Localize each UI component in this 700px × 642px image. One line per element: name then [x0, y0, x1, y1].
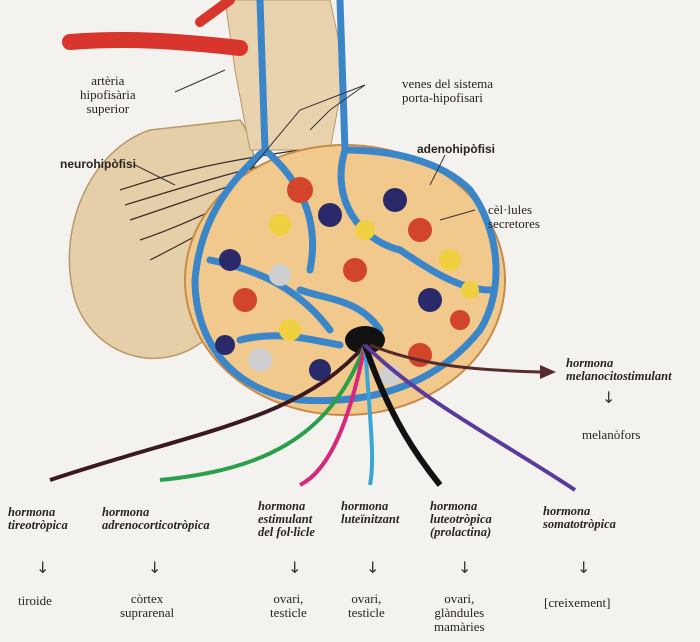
hormone-target-1: còrtex suprarenal	[120, 592, 174, 620]
hormone-name-line: hormona	[341, 499, 389, 513]
target-line: mamàries	[434, 619, 485, 634]
hormone-line-tireotropica	[49, 343, 367, 482]
target-line: suprarenal	[120, 605, 175, 620]
hormone-name-5: hormona somatotròpica	[543, 505, 616, 531]
hormone-target-5: [creixement]	[544, 596, 610, 610]
hormone-name-3: hormona luteïnitzant	[341, 500, 399, 526]
hormone-name-1: hormona adrenocorticotròpica	[102, 506, 210, 532]
cells-label-line: secretores	[488, 216, 540, 231]
msh-arrow-line	[369, 343, 541, 374]
down-arrow-5: ↓	[577, 558, 591, 577]
msh-label: hormona melanocitostimulant	[566, 357, 672, 383]
hormone-name-0: hormona tireotròpica	[8, 506, 68, 532]
target-line: testicle	[270, 605, 307, 620]
hormone-line-luteinitzant	[363, 344, 375, 486]
artery-label: artèria hipofisària superior	[80, 74, 136, 116]
target-line: [creixement]	[544, 595, 611, 610]
hormone-name-line: hormona	[102, 505, 150, 519]
leader-lines	[134, 69, 476, 221]
cells-label-line: cèl·lules	[488, 202, 533, 217]
hormone-line-somatotropica	[363, 343, 577, 492]
hormone-name-4: hormona luteotròpica (prolactina)	[430, 500, 492, 539]
hormone-target-0: tiroide	[18, 594, 52, 608]
hormone-name-line: tireotròpica	[8, 518, 68, 532]
hormone-name-line: hormona	[430, 499, 478, 513]
artery-label-line: artèria	[91, 73, 125, 88]
veins-label: venes del sistema porta-hipofisari	[402, 77, 493, 105]
down-arrow-1: ↓	[148, 558, 162, 577]
adenohypophysis-label: adenohipòfisi	[417, 142, 495, 156]
neurohypophysis-label: neurohipòfisi	[60, 157, 136, 171]
secretory-cells-label: cèl·lules secretores	[488, 203, 540, 231]
superior-hypophyseal-artery	[62, 32, 248, 56]
msh-title-line: melanocitostimulant	[566, 369, 672, 383]
hormone-name-line: estimulant	[258, 512, 313, 526]
hormone-name-line: (prolactina)	[430, 525, 492, 539]
hormone-name-line: adrenocorticotròpica	[102, 518, 210, 532]
hormone-name-line: hormona	[8, 505, 56, 519]
msh-down-arrow: ↓	[602, 388, 616, 407]
veins-label-line: venes del sistema	[402, 76, 493, 91]
down-arrow-3: ↓	[366, 558, 380, 577]
target-line: ovari,	[444, 591, 475, 606]
target-line: ovari,	[273, 591, 304, 606]
hormone-line-adrenocorticotropica	[159, 344, 367, 482]
msh-target: melanòfors	[582, 427, 641, 442]
hormone-name-2: hormona estimulant del fol·licle	[258, 500, 315, 539]
hormone-name-line: del fol·licle	[258, 525, 315, 539]
target-line: tiroide	[18, 593, 52, 608]
msh-arrow-head	[540, 365, 556, 379]
hormone-line-estimulant	[299, 344, 367, 487]
hormone-line-luteotropica	[362, 344, 443, 487]
hormone-target-4: ovari, glàndules mamàries	[434, 592, 485, 634]
target-line: ovari,	[351, 591, 382, 606]
down-arrow-4: ↓	[458, 558, 472, 577]
down-arrow-0: ↓	[36, 558, 50, 577]
target-line: còrtex	[130, 591, 164, 606]
down-arrow-2: ↓	[288, 558, 302, 577]
artery-label-line: hipofisària	[80, 87, 136, 102]
msh-title-line: hormona	[566, 356, 614, 370]
hormone-target-2: ovari, testicle	[270, 592, 307, 620]
target-line: glàndules	[434, 605, 485, 620]
veins-label-line: porta-hipofisari	[402, 90, 483, 105]
hormone-target-3: ovari, testicle	[348, 592, 385, 620]
hormone-name-line: hormona	[543, 504, 591, 518]
hormone-name-line: luteïnitzant	[341, 512, 400, 526]
hormone-name-line: somatotròpica	[543, 517, 616, 531]
hormone-name-line: hormona	[258, 499, 306, 513]
artery-label-line: superior	[86, 101, 130, 116]
hormone-name-line: luteotròpica	[430, 512, 492, 526]
target-line: testicle	[348, 605, 385, 620]
